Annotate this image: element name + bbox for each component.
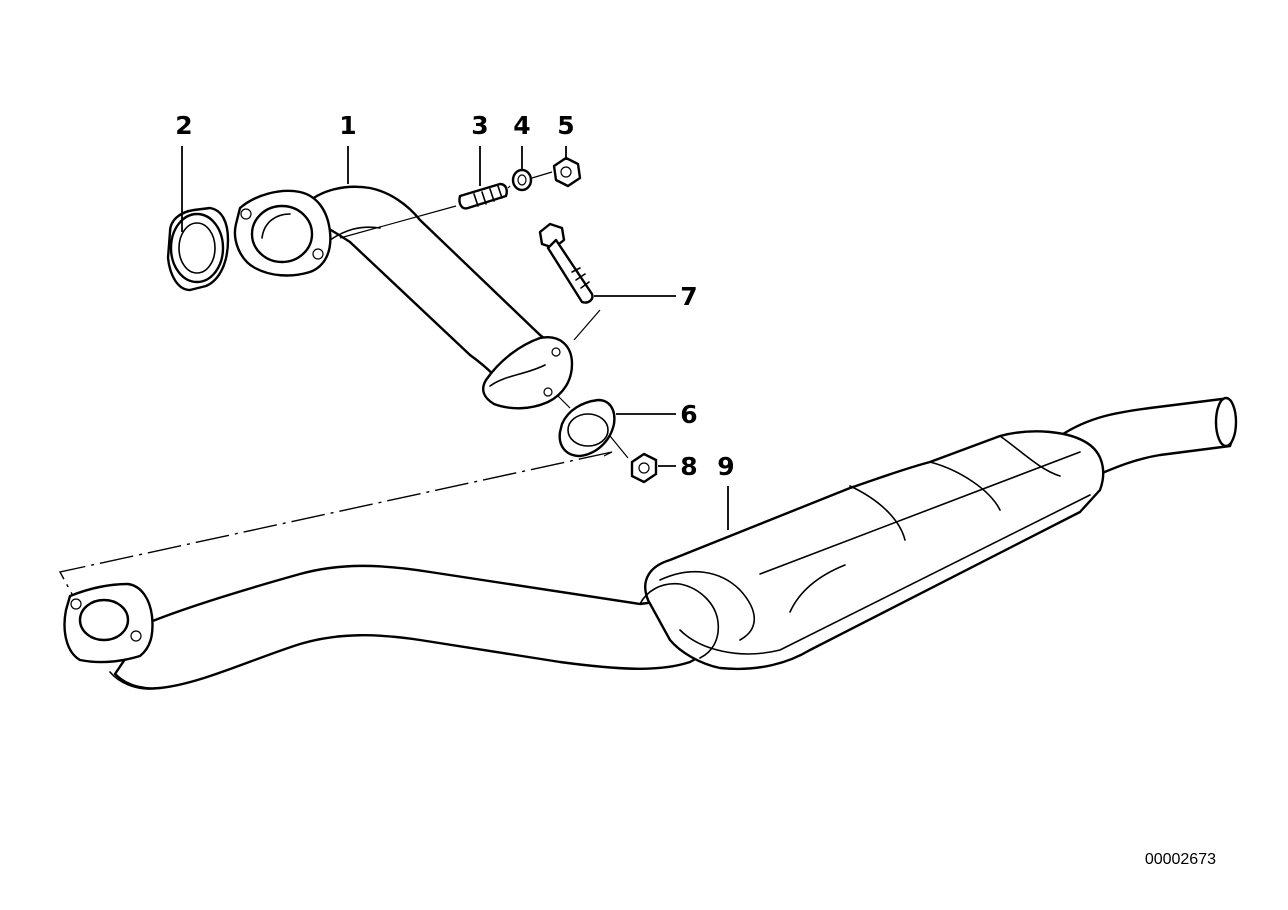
callout-6: 6 — [680, 400, 697, 429]
part-2-sealing-ring[interactable] — [166, 206, 230, 292]
assembly-line-bolt — [573, 309, 601, 341]
part-4-washer[interactable] — [511, 168, 533, 192]
assembly-line-washer — [507, 171, 553, 189]
callout-4: 4 — [513, 111, 530, 140]
part-5-hex-nut[interactable] — [552, 156, 582, 188]
part-6-sealing-ring[interactable] — [558, 398, 616, 458]
callout-1: 1 — [339, 111, 356, 140]
part-7-hex-bolt[interactable] — [538, 222, 594, 304]
callout-8: 8 — [680, 452, 697, 481]
assembly-line-ring — [557, 395, 629, 459]
assembly-line-flange — [58, 451, 613, 595]
callout-3: 3 — [471, 111, 488, 140]
callout-2: 2 — [175, 111, 192, 140]
callout-5: 5 — [557, 111, 574, 140]
part-1-exhaust-pipe[interactable] — [233, 185, 574, 410]
assembly-line-stud — [339, 205, 457, 239]
callout-7: 7 — [680, 282, 697, 311]
part-8-hex-nut[interactable] — [630, 452, 658, 484]
callout-9: 9 — [717, 452, 734, 481]
diagram-reference-number: 00002673 — [1145, 851, 1216, 868]
part-3-stud-bolt[interactable] — [458, 182, 508, 210]
part-9-muffler-pipe[interactable] — [63, 396, 1238, 690]
